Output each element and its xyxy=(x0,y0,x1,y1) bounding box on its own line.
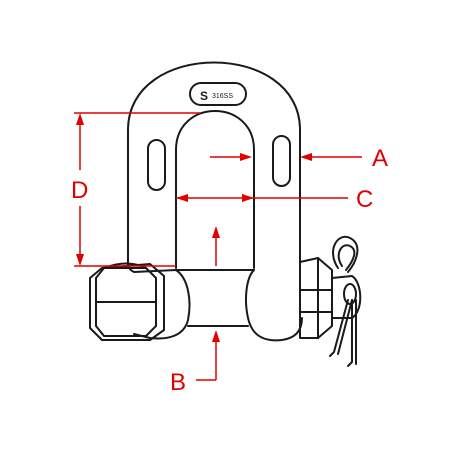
hex-face xyxy=(95,267,157,337)
stamp-grade: 316SS xyxy=(212,93,233,100)
left-ear xyxy=(126,261,191,340)
left-slot xyxy=(147,139,166,191)
label-d: D xyxy=(71,177,88,204)
cotter-pin-leg-left xyxy=(329,299,349,357)
shackle-bow-outer xyxy=(127,61,301,273)
label-b: B xyxy=(170,369,186,396)
hex-head xyxy=(89,263,165,341)
cotter-pin-leg-right xyxy=(347,299,353,367)
hex-nut xyxy=(299,257,333,339)
right-slot xyxy=(272,135,291,187)
stamp-plate xyxy=(189,82,247,106)
dimension-c xyxy=(176,194,348,202)
label-c: C xyxy=(356,186,373,213)
dimension-a xyxy=(210,153,362,161)
shackle-body xyxy=(89,61,362,367)
shackle-bow-inner xyxy=(175,110,255,269)
dimension-lines xyxy=(74,112,362,381)
right-ear xyxy=(245,269,303,342)
dimension-d xyxy=(74,112,200,267)
cotter-pin-loop xyxy=(332,235,359,273)
dimension-b xyxy=(196,226,220,381)
label-a: A xyxy=(372,145,388,172)
stamp-letter: S xyxy=(200,89,208,103)
